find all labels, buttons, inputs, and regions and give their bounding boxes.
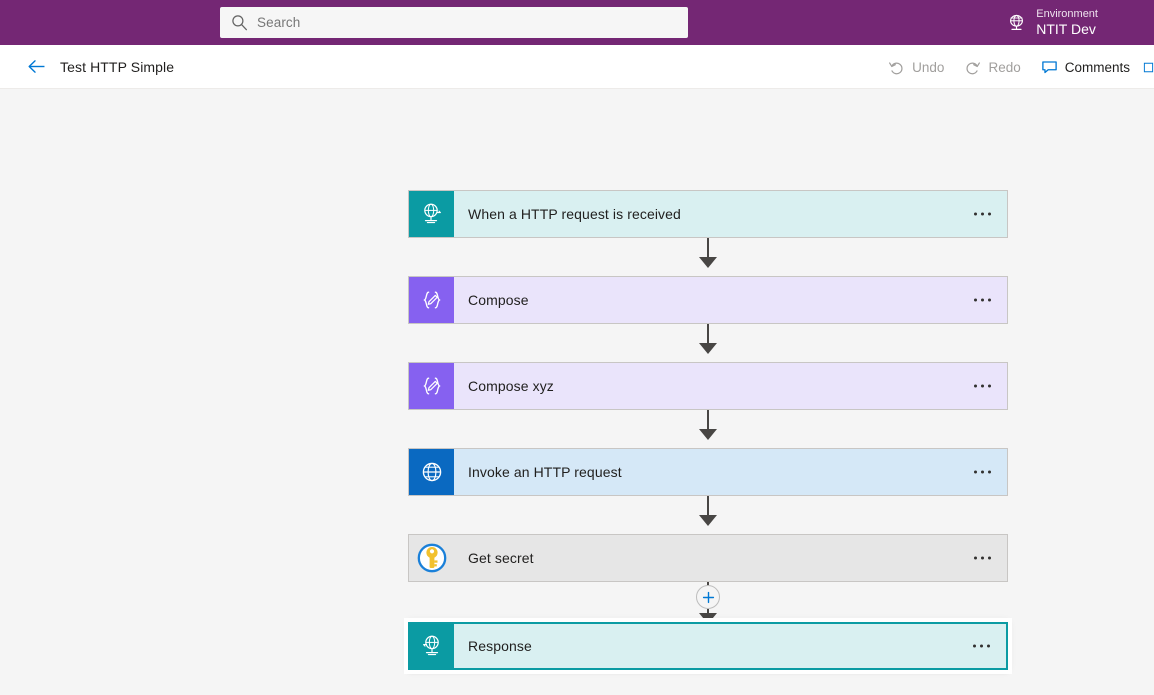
insert-step-button[interactable] [696, 585, 720, 609]
search-placeholder: Search [257, 15, 301, 30]
node-body: Compose xyz [454, 363, 1007, 409]
key-vault-icon [417, 543, 446, 573]
connector-4 [707, 495, 709, 517]
globe-http-icon [422, 462, 441, 482]
undo-icon [889, 61, 903, 74]
search-box[interactable]: Search [220, 7, 688, 38]
node-icon-tile [409, 191, 454, 237]
command-bar: Test HTTP Simple Undo Redo Comments [0, 45, 1154, 89]
node-title: When a HTTP request is received [468, 206, 681, 222]
flow-node-get-secret[interactable]: Get secret [408, 534, 1008, 582]
environment-label: Environment [1036, 7, 1098, 20]
search-icon [232, 15, 248, 31]
node-icon-tile [410, 624, 454, 668]
ellipsis-menu[interactable] [972, 293, 993, 308]
compose-icon [422, 291, 441, 309]
redo-button[interactable]: Redo [954, 45, 1030, 89]
node-icon-tile [409, 277, 454, 323]
connector-arrow-3 [699, 429, 717, 440]
ellipsis-menu[interactable] [972, 379, 993, 394]
node-body: When a HTTP request is received [454, 191, 1007, 237]
node-title: Invoke an HTTP request [468, 464, 622, 480]
ellipsis-menu[interactable] [971, 639, 992, 654]
node-body: Response [454, 624, 1006, 668]
flow-node-response[interactable]: Response [408, 622, 1008, 670]
node-title: Get secret [468, 550, 534, 566]
node-title: Response [468, 638, 532, 654]
page-title: Test HTTP Simple [60, 58, 175, 75]
environment-selector[interactable]: Environment NTIT Dev [1006, 0, 1098, 45]
node-icon-tile [409, 449, 454, 495]
command-bar-actions: Undo Redo Comments [878, 45, 1154, 89]
connector-arrow-2 [699, 343, 717, 354]
flow-node-invoke-an-http-request[interactable]: Invoke an HTTP request [408, 448, 1008, 496]
connector-5b [707, 609, 709, 615]
flow-node-compose[interactable]: Compose [408, 276, 1008, 324]
connector-5a [707, 581, 709, 587]
comments-label: Comments [1064, 59, 1130, 75]
back-group: Test HTTP Simple [27, 59, 174, 75]
undo-button[interactable]: Undo [878, 45, 954, 89]
comments-button[interactable]: Comments [1031, 45, 1140, 89]
partial-toolbar-icon [1143, 62, 1154, 72]
redo-icon [966, 61, 981, 74]
top-app-bar: Search Environment NTIT Dev [0, 0, 1154, 45]
flow-canvas: When a HTTP request is received Compose [0, 89, 1154, 695]
redo-label: Redo [988, 59, 1021, 75]
node-title: Compose xyz [468, 378, 554, 394]
connector-arrow-5 [699, 613, 717, 624]
back-arrow-icon[interactable] [27, 59, 46, 74]
node-body: Get secret [454, 535, 1007, 581]
connector-2 [707, 323, 709, 345]
node-title: Compose [468, 292, 529, 308]
ellipsis-menu[interactable] [972, 465, 993, 480]
node-body: Invoke an HTTP request [454, 449, 1007, 495]
flow-node-compose-xyz[interactable]: Compose xyz [408, 362, 1008, 410]
connector-arrow-4 [699, 515, 717, 526]
connector-3 [707, 409, 709, 431]
environment-name: NTIT Dev [1036, 20, 1096, 37]
environment-text: Environment NTIT Dev [1036, 8, 1098, 37]
node-icon-tile [409, 535, 454, 581]
overflow-command-icon[interactable] [1140, 45, 1154, 89]
node-icon-tile [409, 363, 454, 409]
node-body: Compose [454, 277, 1007, 323]
comment-icon [1041, 60, 1057, 73]
http-response-icon [423, 635, 439, 656]
ellipsis-menu[interactable] [972, 207, 993, 222]
flow-node-when-a-http-request-is-received[interactable]: When a HTTP request is received [408, 190, 1008, 238]
connector-1 [707, 237, 709, 259]
connector-arrow-1 [699, 257, 717, 268]
plus-icon [702, 591, 714, 603]
undo-label: Undo [912, 59, 945, 75]
globe-environment-icon [1010, 14, 1024, 30]
compose-icon [422, 377, 441, 395]
http-request-trigger-icon [423, 203, 441, 224]
ellipsis-menu[interactable] [972, 551, 993, 566]
